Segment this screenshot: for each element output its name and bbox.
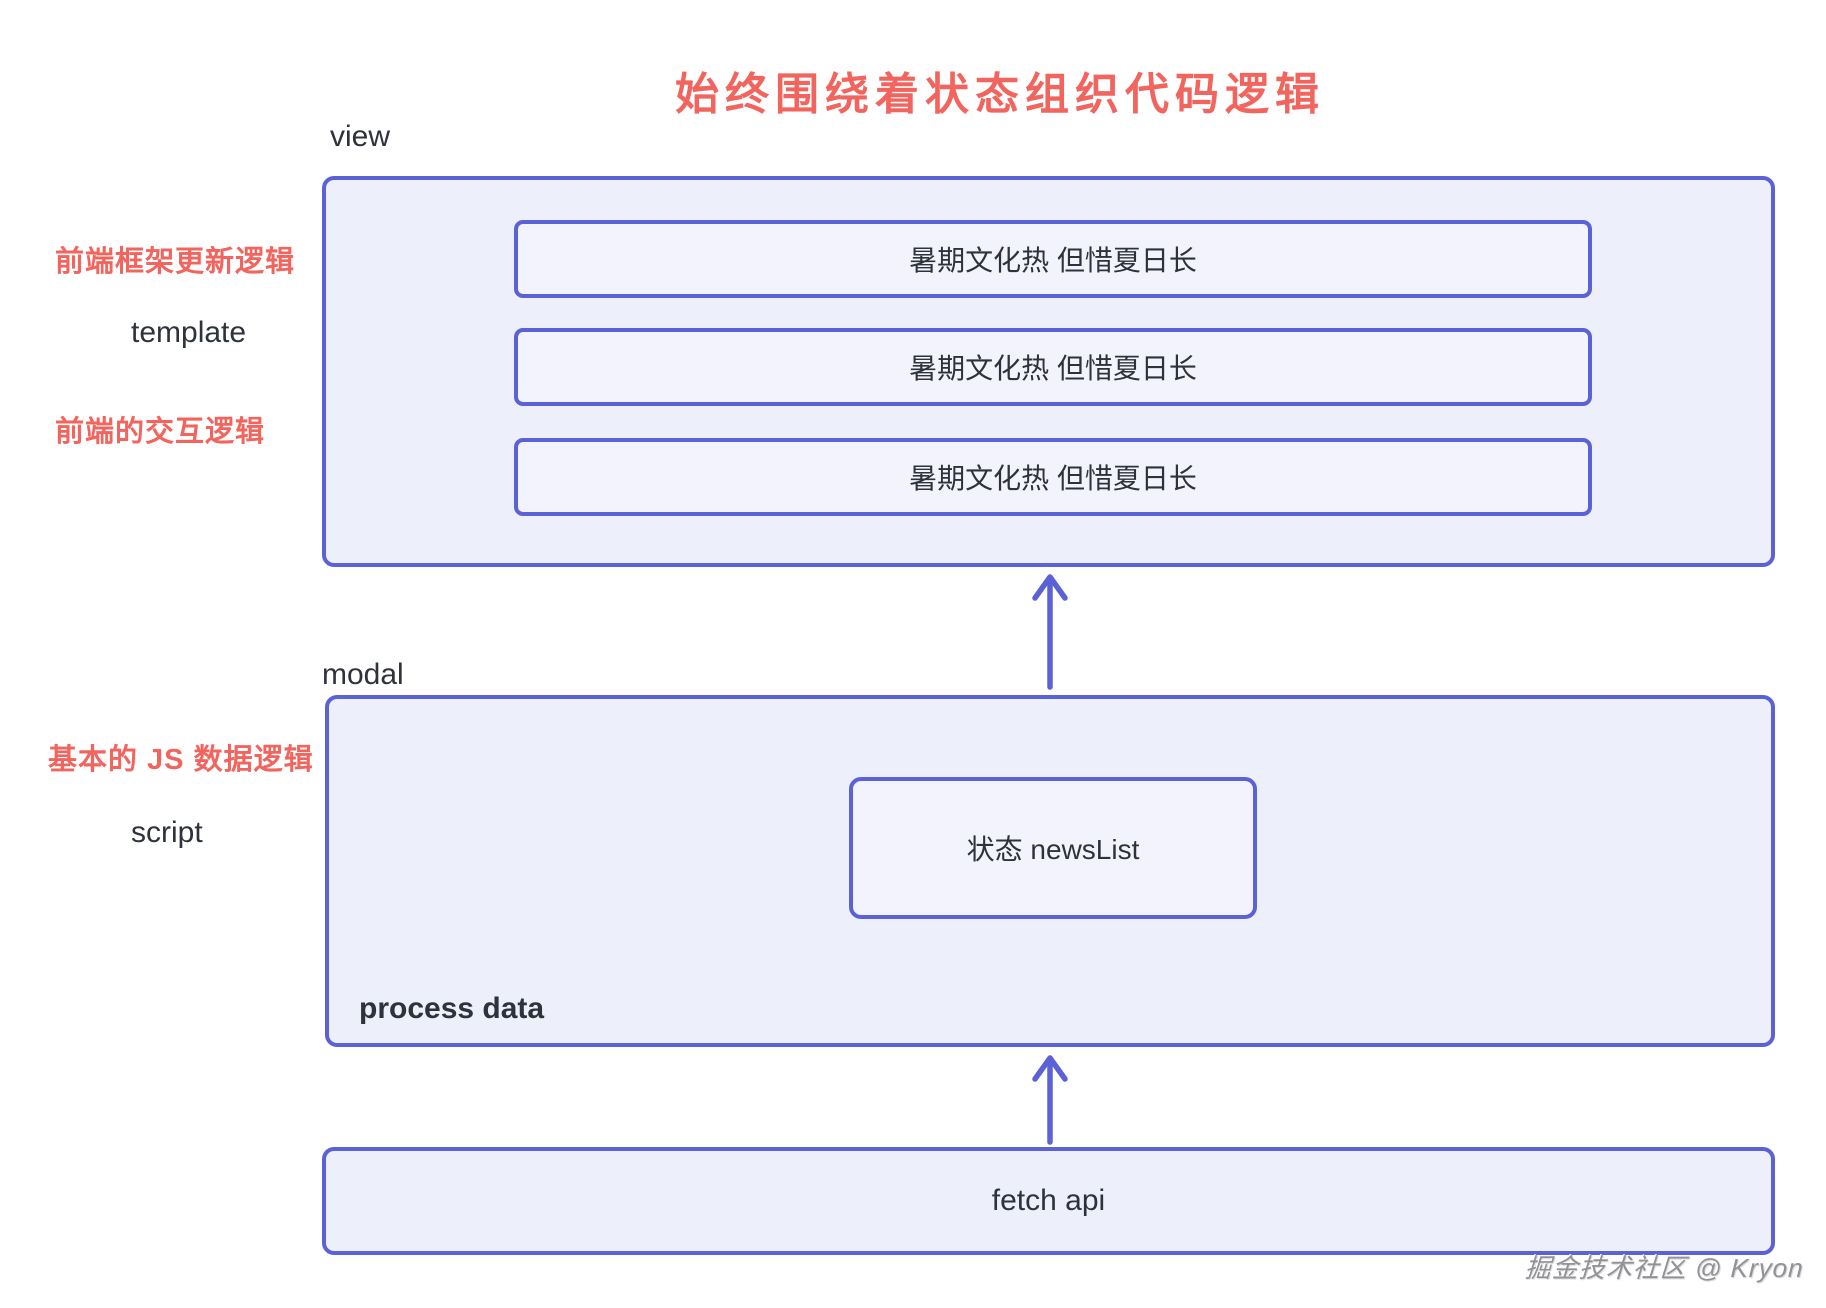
diagram-title: 始终围绕着状态组织代码逻辑 (675, 70, 1325, 119)
annotation-frontend-framework-update-logic: 前端框架更新逻辑 (55, 246, 296, 278)
view-box-label: view (330, 120, 391, 153)
news-item: 暑期文化热 但惜夏日长 (514, 438, 1592, 516)
annotation-template: template (131, 316, 247, 349)
state-newslist-box: 状态 newsList (849, 777, 1257, 919)
process-data-label: process data (359, 992, 545, 1025)
annotation-frontend-interaction-logic: 前端的交互逻辑 (55, 416, 266, 448)
arrow-modal-to-view (1032, 574, 1068, 690)
news-item: 暑期文化热 但惜夏日长 (514, 220, 1592, 298)
news-item: 暑期文化热 但惜夏日长 (514, 328, 1592, 406)
modal-box: 状态 newsList process data (325, 695, 1775, 1047)
modal-box-label: modal (322, 658, 404, 691)
watermark: 掘金技术社区 @ Kryon (1524, 1253, 1805, 1283)
annotation-script: script (131, 816, 203, 849)
view-box: 暑期文化热 但惜夏日长 暑期文化热 但惜夏日长 暑期文化热 但惜夏日长 (322, 176, 1775, 567)
arrow-fetch-to-modal (1032, 1055, 1068, 1145)
fetch-api-box: fetch api (322, 1147, 1775, 1255)
annotation-basic-js-data-logic: 基本的 JS 数据逻辑 (48, 744, 314, 776)
